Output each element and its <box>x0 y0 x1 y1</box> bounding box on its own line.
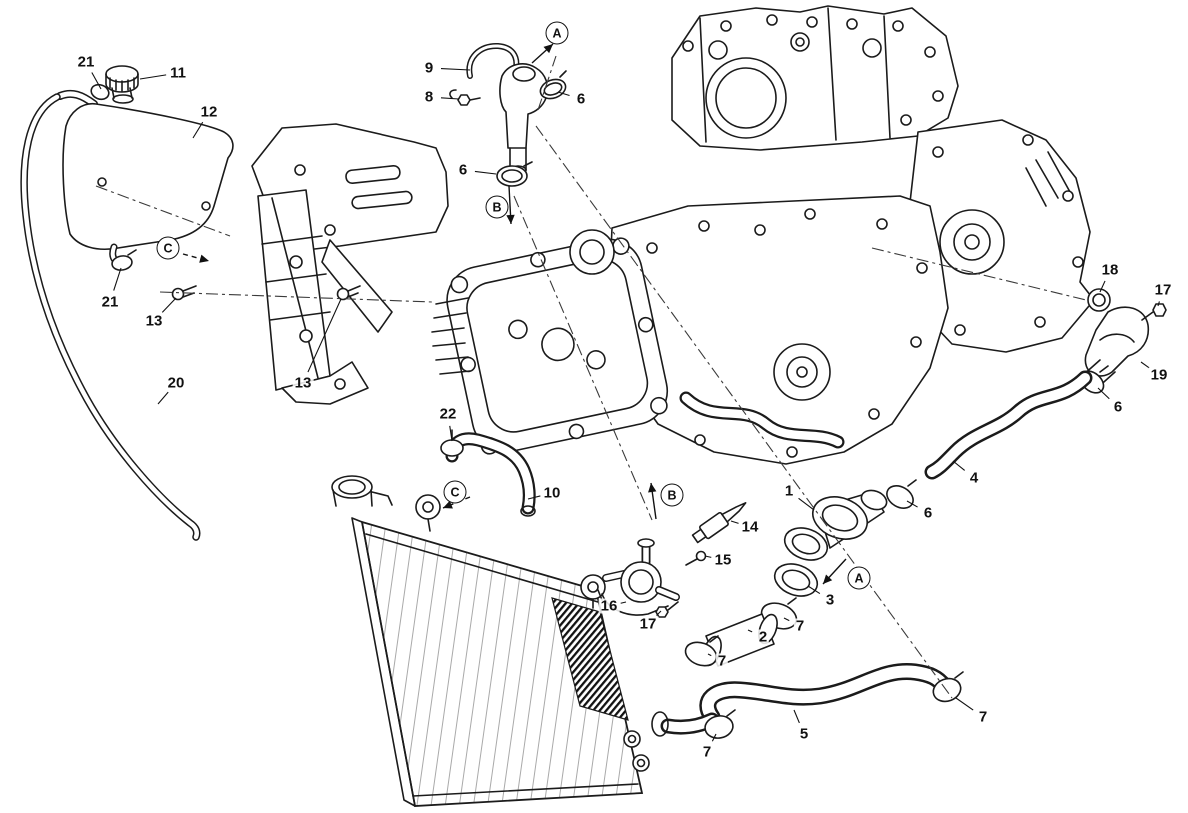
sleeve-2-illustration <box>684 597 798 667</box>
reference-lines <box>95 55 1087 699</box>
frame-bracket-illustration <box>171 123 449 405</box>
radiator-illustration <box>331 475 650 807</box>
outlet-fitting-illustration <box>1079 288 1167 394</box>
engine-illustration <box>431 5 1095 465</box>
union-1-illustration <box>773 479 917 597</box>
expansion-tank-illustration <box>56 65 234 271</box>
overflow-hose-illustration <box>20 93 201 541</box>
hose-5-illustration <box>651 663 964 739</box>
top-fitting-illustration <box>449 42 567 187</box>
hose-10-illustration <box>440 429 536 517</box>
hose-4-illustration <box>924 370 1093 480</box>
